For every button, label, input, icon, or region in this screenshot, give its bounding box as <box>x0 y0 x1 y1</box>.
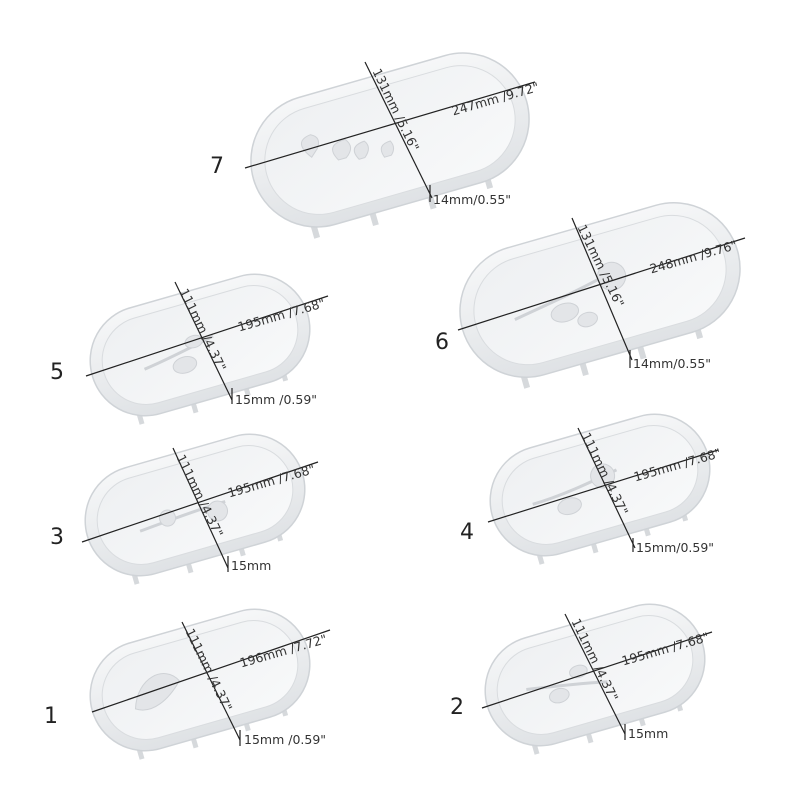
tray-7-height-label: 14mm/0.55" <box>433 192 512 207</box>
tray-4 <box>489 413 711 565</box>
tray-number-3: 3 <box>50 525 64 550</box>
tray-number-1: 1 <box>44 704 58 729</box>
tray-6 <box>459 202 741 389</box>
leaf-motif <box>134 673 181 711</box>
butterfly-motif <box>300 134 395 161</box>
tray-7 <box>250 52 530 239</box>
tray-1-height-label: 15mm /0.59" <box>244 732 327 747</box>
tray-2-height-label: 15mm <box>628 726 669 741</box>
tray-number-6: 6 <box>435 330 449 355</box>
tray-number-2: 2 <box>450 695 464 720</box>
tray-6-height-label: 14mm/0.55" <box>633 356 712 371</box>
tray-4-height-label: 15mm/0.59" <box>636 540 715 555</box>
tray-5-height-label: 15mm /0.59" <box>235 392 318 407</box>
tray-number-4: 4 <box>460 520 474 545</box>
tray-1 <box>89 608 311 760</box>
tray-5 <box>89 273 311 425</box>
tray-number-5: 5 <box>50 360 64 385</box>
tray-3 <box>84 433 306 585</box>
dimension-lines <box>81 61 746 746</box>
tray-number-7: 7 <box>210 154 224 179</box>
tray-3-height-label: 15mm <box>231 558 272 573</box>
